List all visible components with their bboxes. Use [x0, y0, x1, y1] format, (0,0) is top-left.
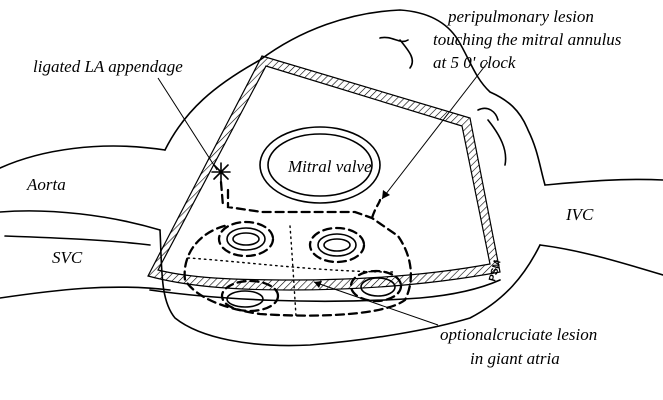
- pv-ostium: [219, 222, 273, 256]
- cruciate-label-line2: in giant atria: [470, 349, 560, 368]
- pv-ostium: [310, 228, 364, 262]
- cruciate-label-line1: optionalcruciate lesion: [440, 325, 597, 344]
- mitral-annulus-lesion: [372, 200, 380, 218]
- pulmonary-vein-ostia: [219, 222, 401, 311]
- peripulmonary-label-line2: touching the mitral annulus: [433, 30, 622, 49]
- ligated-appendage-label: ligated LA appendage: [33, 57, 183, 76]
- ivc-vessel: [540, 179, 663, 275]
- aorta-label: Aorta: [26, 175, 66, 194]
- peripulmonary-label-line1: peripulmonary lesion: [447, 7, 594, 26]
- mitral-valve: Mitral valve: [260, 127, 380, 203]
- svc-vessel: [0, 236, 170, 298]
- ivc-label: IVC: [565, 205, 594, 224]
- aorta-vessel: [0, 146, 165, 230]
- peripulmonary-label-line3: at 5 0' clock: [433, 53, 516, 72]
- mitral-valve-label: Mitral valve: [287, 157, 372, 176]
- svc-label: SVC: [52, 248, 83, 267]
- appendage-lesion: [221, 182, 223, 206]
